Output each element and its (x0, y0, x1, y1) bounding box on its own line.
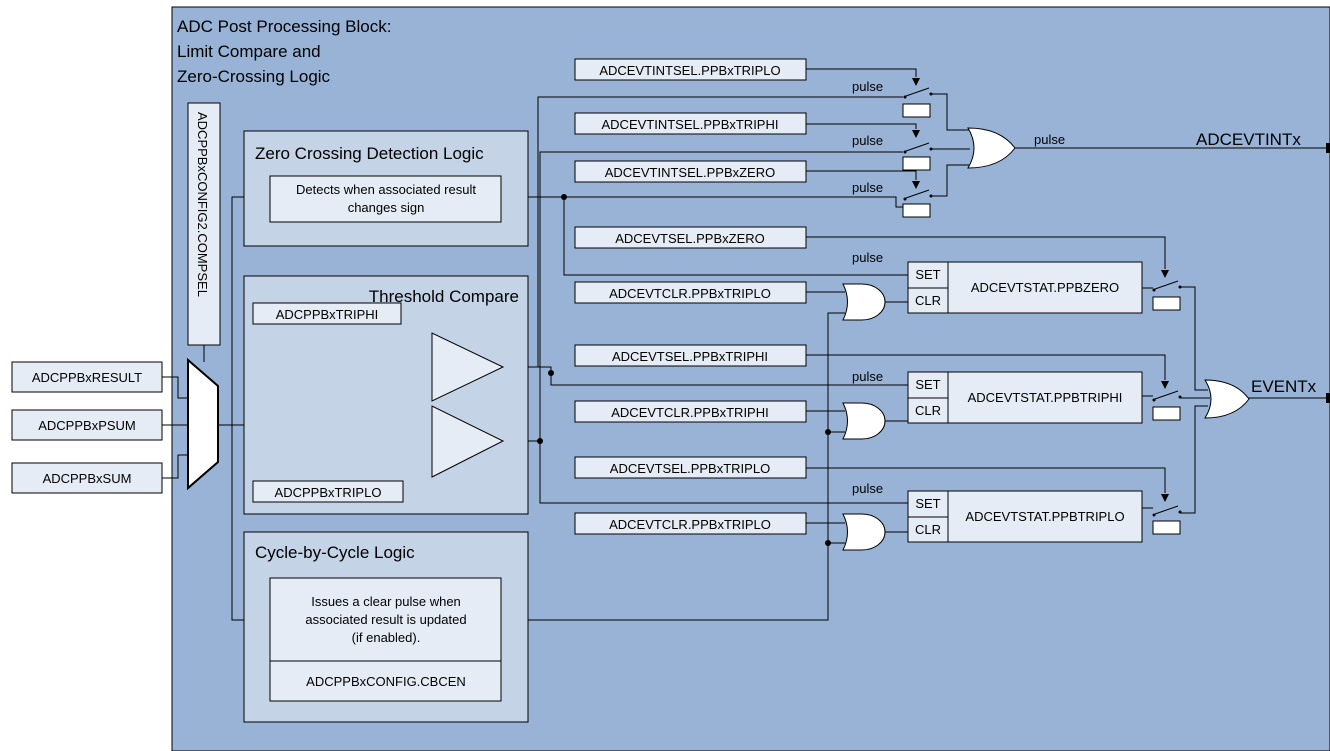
evtint-switch-3 (902, 181, 933, 218)
cbcen-label: ADCPPBxCONFIG.CBCEN (306, 674, 466, 689)
comparator-low (431, 405, 505, 478)
set-label-0: SET (915, 267, 940, 282)
input-psum-label: ADCPPBxPSUM (38, 418, 136, 433)
input-result: ADCPPBxRESULT (11, 361, 163, 393)
pulse-label-2: pulse (852, 133, 883, 148)
evtint-sel-triplo-label: ADCEVTINTSEL.PPBxTRIPLO (599, 63, 780, 78)
input-sum: ADCPPBxSUM (11, 462, 163, 494)
input-sum-label: ADCPPBxSUM (43, 471, 132, 486)
input-result-label: ADCPPBxRESULT (32, 370, 142, 385)
pulse-label-3: pulse (852, 180, 883, 195)
evt-stat-triplo-label: ADCEVTSTAT.PPBTRIPLO (965, 509, 1124, 524)
evt-clr-gate-1 (842, 402, 886, 440)
evt-clr-gate-2 (842, 513, 886, 551)
evtint-switch-1 (902, 78, 933, 118)
triplo-label: ADCPPBxTRIPLO (275, 485, 382, 500)
pulse-label-evt-0: pulse (852, 250, 883, 265)
input-mux (187, 357, 219, 491)
input-psum: ADCPPBxPSUM (11, 409, 163, 441)
evt-sel-triplo-label: ADCEVTSEL.PPBxTRIPLO (610, 461, 770, 476)
evt-row-zero: ADCEVTSEL.PPBxZERO pulse ADCEVTCLR.PPBxT… (574, 226, 1182, 321)
compsel-box (187, 102, 221, 346)
evt-clr-0-label: ADCEVTCLR.PPBxTRIPLO (609, 286, 771, 301)
evt-sel-triphi-label: ADCEVTSEL.PPBxTRIPHI (612, 349, 768, 364)
cbc-desc-2: associated result is updated (305, 612, 466, 627)
evt-row-triphi: ADCEVTSEL.PPBxTRIPHI pulse ADCEVTCLR.PPB… (574, 344, 1182, 440)
evt-clr-2-label: ADCEVTCLR.PPBxTRIPLO (609, 517, 771, 532)
evt-clr-gate-0 (842, 283, 886, 321)
comparator-high (431, 332, 505, 402)
evtint-sel-triphi-label: ADCEVTINTSEL.PPBxTRIPHI (602, 117, 779, 132)
evtint-switch-2 (902, 130, 933, 171)
clr-label-2: CLR (915, 522, 941, 537)
event-output-pin (1326, 393, 1330, 403)
cbc-title: Cycle-by-Cycle Logic (255, 543, 415, 562)
evtint-output-label: ADCEVTINTx (1196, 130, 1301, 149)
event-output-label: EVENTx (1251, 377, 1317, 396)
zero-crossing-title: Zero Crossing Detection Logic (255, 144, 484, 163)
evt-stat-zero-label: ADCEVTSTAT.PPBZERO (971, 280, 1119, 295)
threshold-compare-panel: Threshold Compare ADCPPBxTRIPHI ADCPPBxT… (243, 275, 529, 515)
pulse-label-evt-1: pulse (852, 369, 883, 384)
compsel-label: ADCPPBxCONFIG2.COMPSEL (195, 112, 210, 297)
evt-sel-zero-label: ADCEVTSEL.PPBxZERO (615, 231, 765, 246)
zero-crossing-desc-1: Detects when associated result (296, 182, 476, 197)
cbc-desc-3: (if enabled). (352, 630, 421, 645)
threshold-title: Threshold Compare (369, 287, 519, 306)
clr-label-1: CLR (915, 403, 941, 418)
pulse-label-or: pulse (1034, 132, 1065, 147)
evt-row-triplo: ADCEVTSEL.PPBxTRIPLO pulse ADCEVTCLR.PPB… (574, 456, 1182, 551)
title-line-2: Limit Compare and (177, 42, 321, 61)
evtint-sel-triphi: ADCEVTINTSEL.PPBxTRIPHI (574, 112, 807, 135)
evtint-sel-triplo: ADCEVTINTSEL.PPBxTRIPLO (574, 58, 807, 81)
zero-crossing-desc-2: changes sign (348, 200, 425, 215)
cbc-panel: Cycle-by-Cycle Logic Issues a clear puls… (243, 531, 529, 723)
pulse-label-1: pulse (852, 79, 883, 94)
cbc-desc-1: Issues a clear pulse when (311, 594, 461, 609)
event-or-gate (1204, 379, 1250, 419)
zero-crossing-panel: Zero Crossing Detection Logic Detects wh… (243, 130, 529, 247)
title-line-1: ADC Post Processing Block: (177, 17, 391, 36)
evt-clr-1-label: ADCEVTCLR.PPBxTRIPHI (611, 405, 768, 420)
triphi-label: ADCPPBxTRIPHI (276, 307, 379, 322)
evtint-sel-zero-label: ADCEVTINTSEL.PPBxZERO (605, 165, 775, 180)
pulse-label-evt-2: pulse (852, 481, 883, 496)
set-label-1: SET (915, 377, 940, 392)
evtint-or-gate (967, 127, 1016, 169)
set-label-2: SET (915, 496, 940, 511)
clr-label-0: CLR (915, 293, 941, 308)
evtint-sel-zero: ADCEVTINTSEL.PPBxZERO (574, 160, 807, 183)
evtint-output-pin (1326, 143, 1330, 153)
evt-stat-triphi-label: ADCEVTSTAT.PPBTRIPHI (968, 390, 1123, 405)
title-line-3: Zero-Crossing Logic (177, 67, 331, 86)
